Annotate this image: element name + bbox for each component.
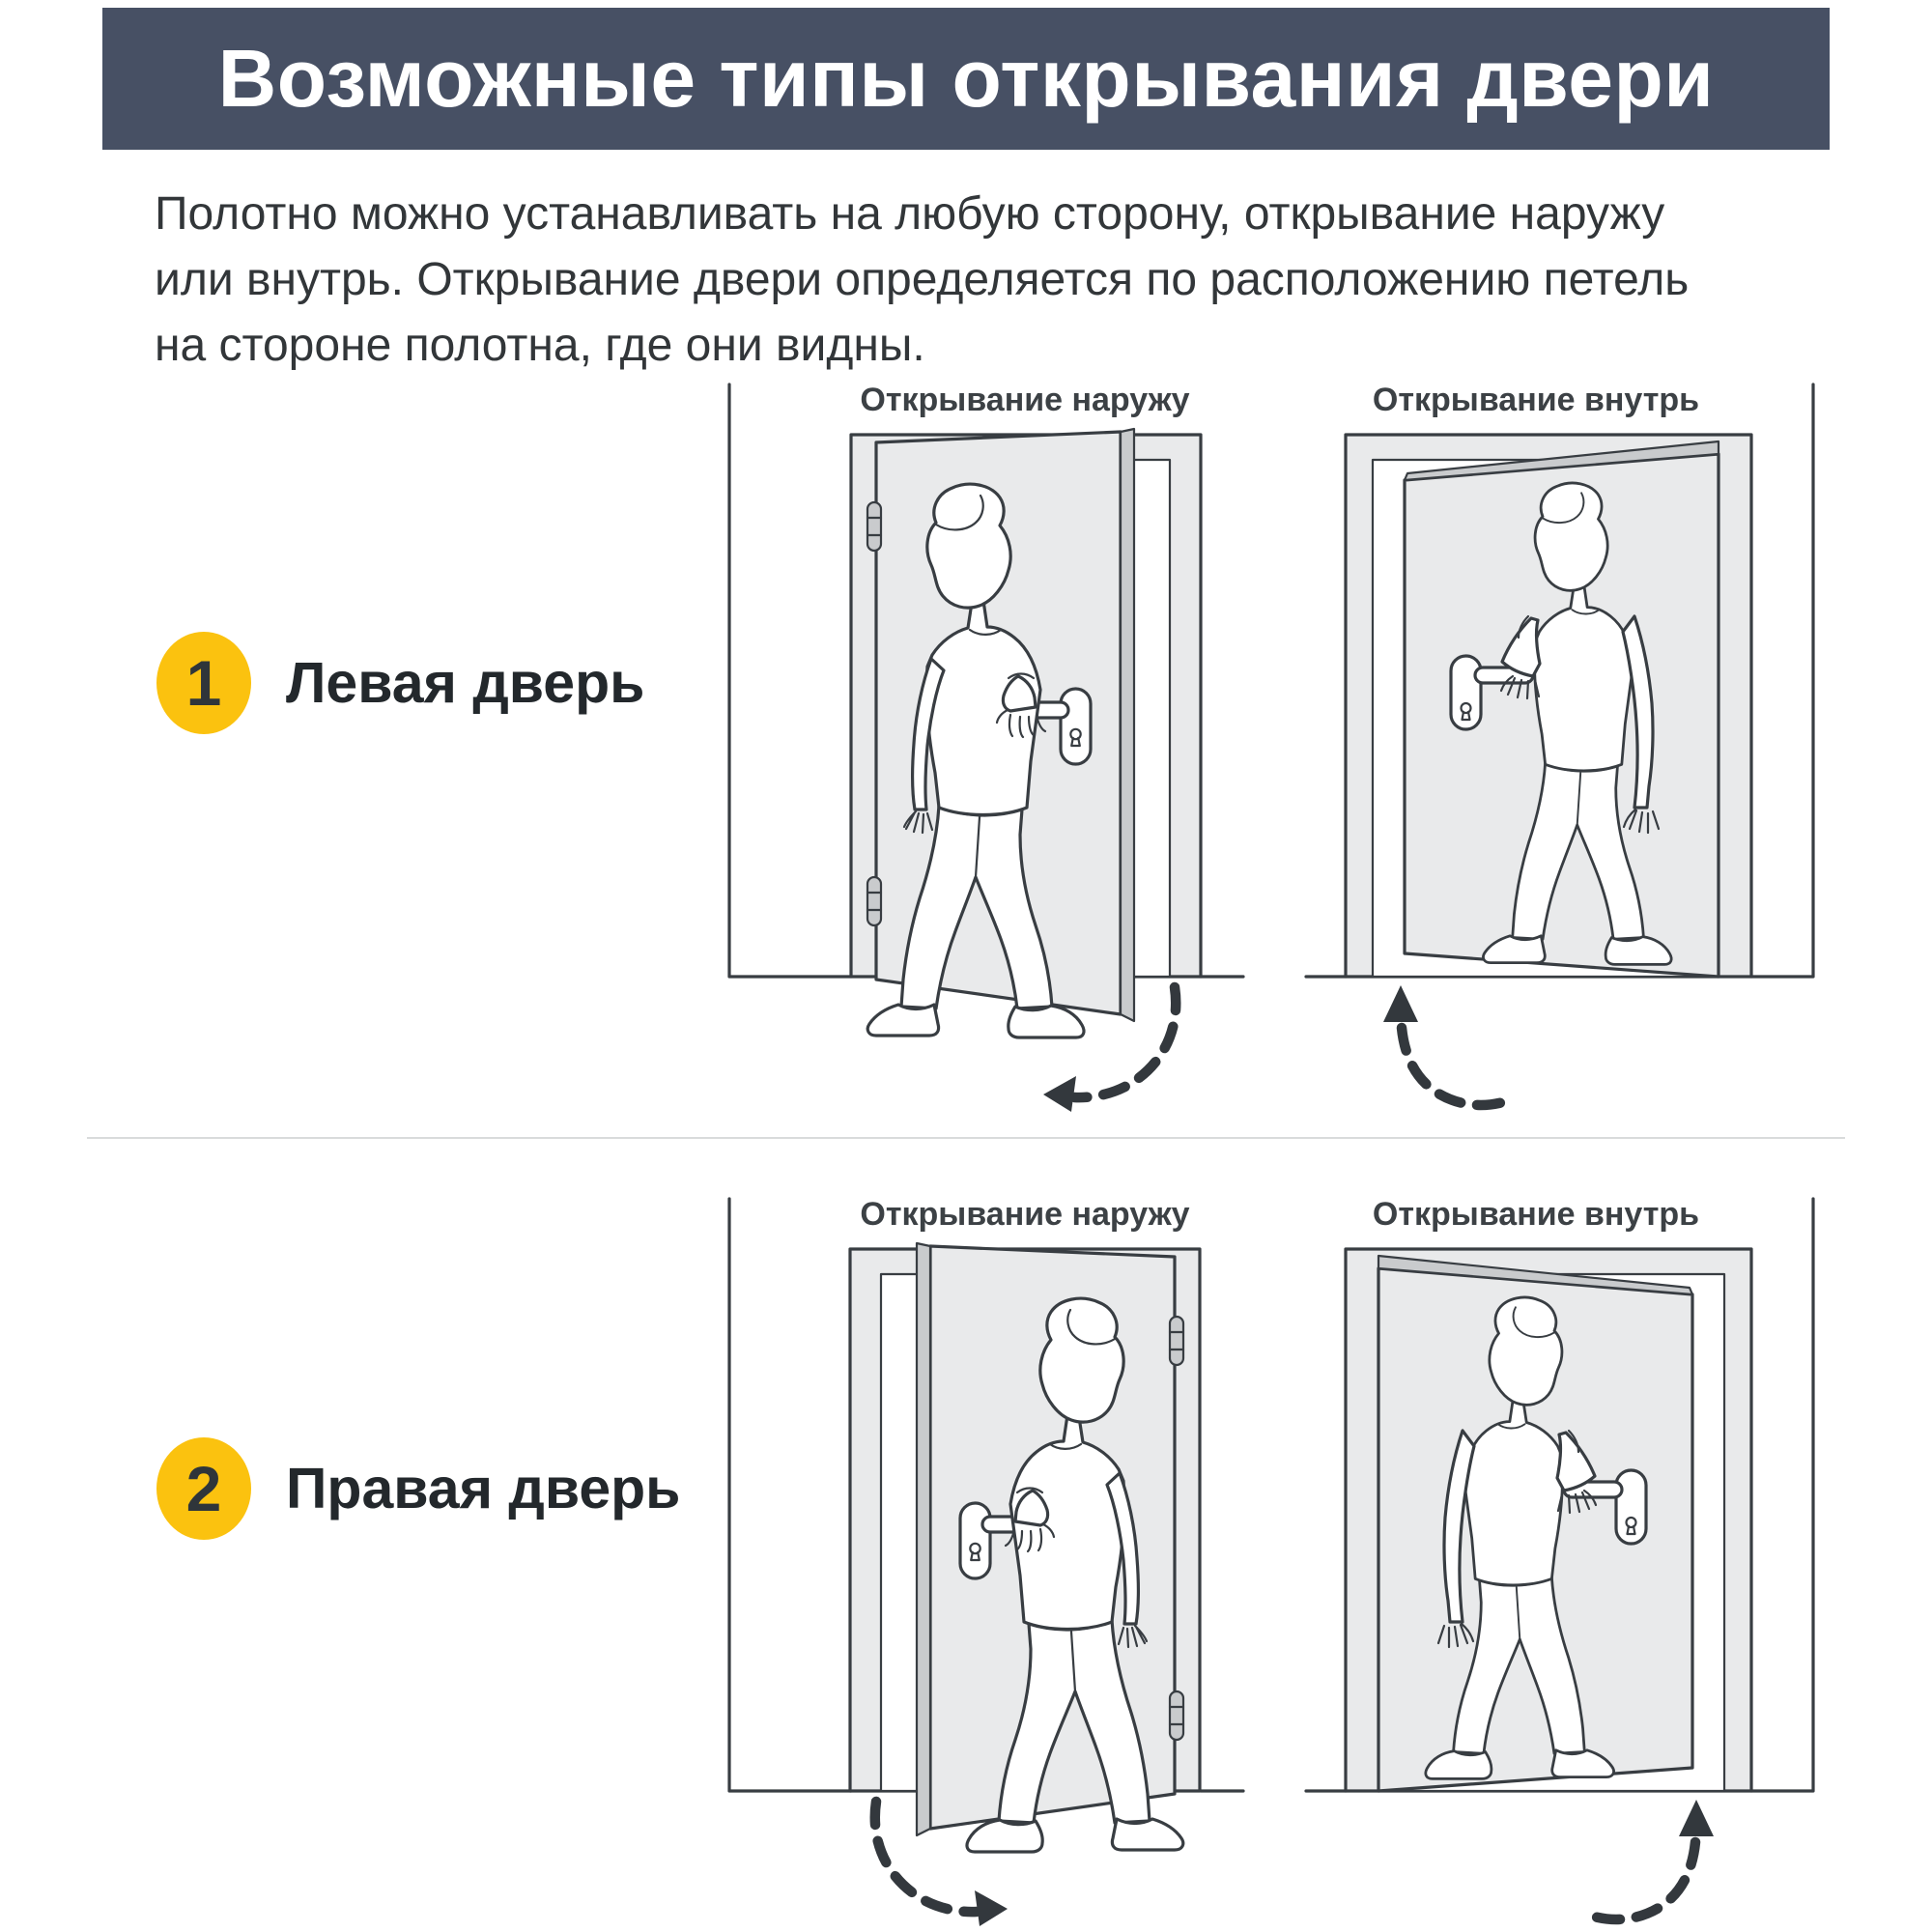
- door-frame: [849, 433, 1203, 979]
- swing-direction-arrow: [1043, 981, 1181, 1112]
- hinge-bottom-icon: [866, 875, 883, 927]
- door-handle-icon: [1449, 654, 1535, 731]
- door-handle-icon: [1003, 687, 1093, 766]
- door-leaf: [866, 427, 1136, 1023]
- intro-line-2: или внутрь. Открывание двери определяетс…: [155, 254, 1690, 305]
- section-2-label: Правая дверь: [286, 1457, 681, 1520]
- hinge-top-icon: [866, 500, 883, 553]
- header-bar: Возможные типы открывания двери: [102, 8, 1830, 150]
- section-2-number-badge: 2: [156, 1437, 251, 1540]
- diagram-inward-right-door: [1304, 1197, 1815, 1919]
- diagram-title-outward-1: Открывание наружу: [860, 382, 1190, 418]
- door-frame: [1344, 433, 1753, 979]
- diagram-inward-left-door: [1304, 383, 1815, 1111]
- section-1-label: Левая дверь: [286, 651, 645, 715]
- person-figure: [1482, 481, 1673, 966]
- person-figure: [866, 482, 1086, 1039]
- diagram-title-inward-1: Открывание внутрь: [1372, 382, 1700, 418]
- diagram-outward-right-door: [727, 1197, 1245, 1926]
- intro-paragraph: Полотно можно устанавливать на любую сто…: [155, 182, 1689, 379]
- diagram-outward-left-door: [727, 383, 1245, 1112]
- wall-and-floor-lines: [1304, 383, 1815, 979]
- swing-direction-arrow: [1383, 985, 1509, 1111]
- section-divider: [87, 1137, 1845, 1139]
- diagram-title-inward-2: Открывание внутрь: [1372, 1196, 1700, 1233]
- page-title: Возможные типы открывания двери: [217, 33, 1715, 124]
- intro-line-3: на стороне полотна, где они видны.: [155, 320, 925, 371]
- section-1-number-badge: 1: [156, 632, 251, 734]
- intro-line-1: Полотно можно устанавливать на любую сто…: [155, 188, 1665, 240]
- door-leaf: [1403, 440, 1720, 979]
- wall-and-floor-lines: [727, 383, 1245, 979]
